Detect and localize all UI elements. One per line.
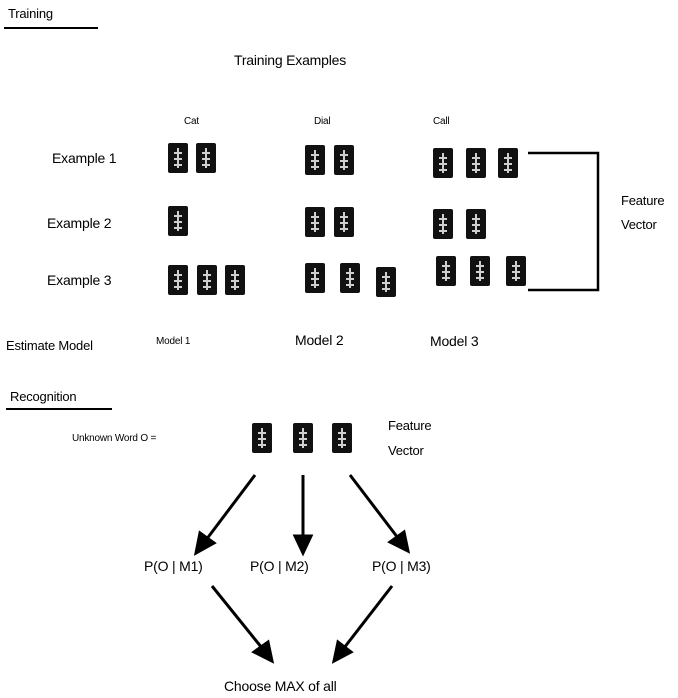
arrowhead-m3 [387,529,411,554]
feature-vector-icon [470,256,490,286]
model-1-label: Model 1 [156,336,191,347]
arrowhead-from-m3 [331,639,354,664]
feature-vector-icon [168,265,188,295]
training-heading: Training [8,6,53,21]
example-2-label: Example 2 [47,215,112,231]
feature-vector-icon [466,148,486,178]
feature-vector-label-line2: Vector [621,217,657,232]
feature-vector-icon [332,423,352,453]
arrow-to-m3 [348,474,400,539]
feature-vector-icon [334,207,354,237]
feature-vector-icon [305,145,325,175]
feature-vector-icon [168,206,188,236]
feature-vector-icon [196,143,216,173]
prob-m2: P(O | M2) [250,558,309,574]
choose-max-result: Choose MAX of all [224,678,337,694]
feature-vector-icon [293,423,313,453]
model-2-label: Model 2 [295,332,344,348]
feature-vector-icon [225,265,245,295]
arrow-from-m3 [342,585,394,649]
arrowhead-from-m1 [251,639,275,664]
feature-vector-icon [433,209,453,239]
feature-vector-icon [466,209,486,239]
recognition-feature-label-line2: Vector [388,443,424,458]
word-dial: Dial [314,116,331,127]
feature-vector-icon [498,148,518,178]
arrow-to-m1 [204,474,257,541]
training-examples-title: Training Examples [234,52,347,68]
feature-vector-bracket [528,151,600,292]
feature-vector-icon [197,265,217,295]
feature-vector-icon [433,148,453,178]
prob-m3: P(O | M3) [372,558,431,574]
recognition-heading: Recognition [10,389,77,404]
word-call: Call [433,116,450,127]
word-cat: Cat [184,116,199,127]
feature-vector-icon [168,143,188,173]
recognition-feature-label-line1: Feature [388,418,432,433]
feature-vector-icon [252,423,272,453]
estimate-model-label: Estimate Model [6,338,93,353]
arrowhead-m1 [193,530,217,556]
feature-vector-icon [305,207,325,237]
arrowhead-m2 [292,534,314,557]
arrows [193,474,411,664]
feature-vector-icon [334,145,354,175]
feature-vector-icon [506,256,526,286]
example-1-label: Example 1 [52,150,117,166]
feature-vector-icon [340,263,360,293]
feature-vector-icon [305,263,325,293]
feature-vector-label-line1: Feature [621,193,665,208]
model-3-label: Model 3 [430,333,479,349]
training-underline [4,27,98,29]
feature-vector-icon [436,256,456,286]
prob-m1: P(O | M1) [144,558,203,574]
example-3-label: Example 3 [47,272,112,288]
recognition-underline [6,408,112,410]
arrow-from-m1 [210,585,264,649]
feature-vector-icon [376,267,396,297]
unknown-word-label: Unknown Word O = [72,433,157,444]
